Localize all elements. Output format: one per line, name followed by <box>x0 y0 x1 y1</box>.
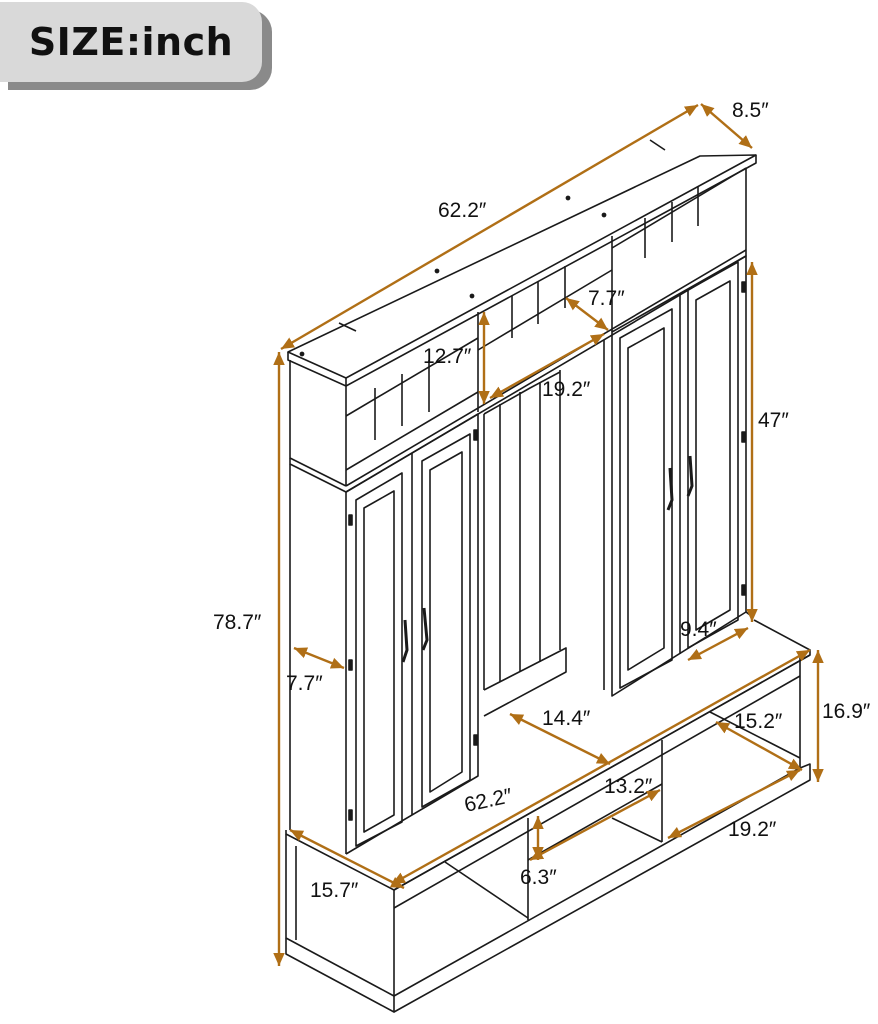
label-bench-height: 16.9″ <box>822 700 871 723</box>
label-depth-top: 8.5″ <box>732 99 769 122</box>
label-bench-width: 62.2″ <box>462 784 515 817</box>
label-upper-cabinet-height: 47″ <box>758 409 789 432</box>
label-shelf-height: 12.7″ <box>423 345 472 368</box>
label-bench-depth: 15.7″ <box>310 879 359 902</box>
label-bench-shelf-width: 13.2″ <box>604 775 653 798</box>
label-bench-compartment-width: 19.2″ <box>728 818 777 841</box>
right-tall-cabinet <box>611 255 751 697</box>
dim-line-bench-width <box>391 648 811 886</box>
label-shelf-width: 19.2″ <box>542 378 591 401</box>
dimension-labels: 62.2″ 8.5″ 7.7″ 12.7″ 19.2″ 47″ 78.7″ 7.… <box>213 99 871 902</box>
label-bench-inner-width: 14.4″ <box>542 707 591 730</box>
badge-label: SIZE:inch <box>0 2 262 82</box>
dim-line-depth-top <box>700 103 753 149</box>
label-inner-depth: 7.7″ <box>588 287 625 310</box>
left-tall-cabinet <box>289 413 479 855</box>
dim-line-shelf-width <box>489 332 605 400</box>
label-overall-width-top: 62.2″ <box>438 199 487 222</box>
size-unit-badge: SIZE:inch <box>0 2 272 90</box>
dim-line-overall-width-top <box>280 103 699 351</box>
label-side-depth: 7.7″ <box>286 672 323 695</box>
label-overall-height: 78.7″ <box>213 611 262 634</box>
label-bench-depth-right: 15.2″ <box>734 710 783 733</box>
dim-line-side-depth <box>293 646 345 670</box>
label-bench-shelf-height: 6.3″ <box>520 866 557 889</box>
dimension-lines <box>273 103 824 966</box>
dim-line-bench-depth <box>289 828 405 890</box>
dim-line-bench-compartment-width <box>667 768 801 840</box>
top-cap <box>287 139 757 387</box>
dim-line-inner-depth <box>565 297 609 331</box>
label-cabinet-depth: 9.4″ <box>680 618 717 641</box>
dim-line-bench-shelf-width <box>529 788 661 862</box>
